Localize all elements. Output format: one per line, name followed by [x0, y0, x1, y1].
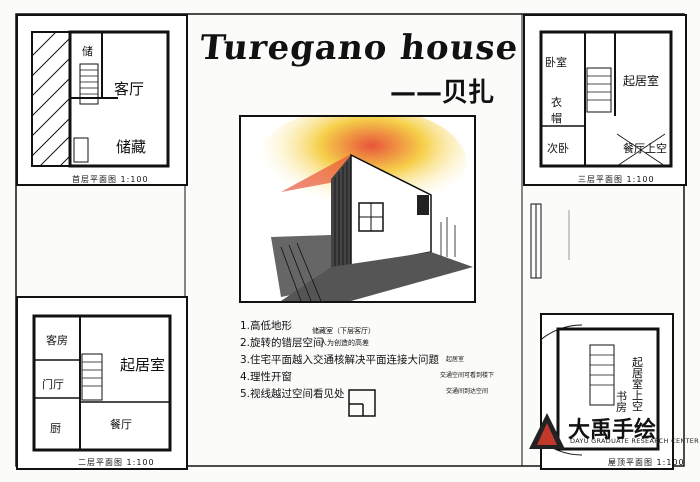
- perspective-sketch: [239, 115, 476, 303]
- room-kitchen: 厨: [50, 422, 61, 435]
- house-perspective-drawing: [256, 117, 473, 301]
- room-living-void: 起居室上空: [632, 356, 643, 413]
- page-subtitle: ——贝扎: [390, 78, 495, 108]
- third-floor-plan: 卧室 起居室 衣帽 次卧 餐厅上空: [523, 14, 687, 186]
- room-foyer: 门厅: [42, 378, 64, 391]
- brand-name: 大禹手绘: [568, 418, 657, 443]
- design-notes: 1.高低地形 2.旋转的错层空间 3.住宅平面越入交通核解决平面连接大问题 4.…: [240, 318, 450, 403]
- room-closet: 衣帽: [551, 96, 562, 125]
- third-plan-drawing: [539, 30, 673, 168]
- brand-subtitle: DAYU GRADUATE RESEARCH CENTER: [570, 437, 700, 445]
- ground-plan-caption: 首层平面图 1:100: [72, 175, 149, 184]
- section-diagram: [348, 389, 376, 417]
- note-5: 5.视线越过空间看见处: [240, 388, 345, 400]
- section-marks: [530, 203, 570, 279]
- annotation-height: 人为创造的高差: [320, 339, 369, 347]
- room-study: 书房: [616, 390, 627, 414]
- room-storage: 储藏: [116, 138, 147, 156]
- brand-logo: [529, 413, 565, 449]
- note-4: 4.理性开窗: [240, 371, 293, 383]
- room-living-2f: 起居室: [120, 356, 166, 374]
- third-plan-caption: 三层平面图 1:100: [578, 175, 655, 184]
- page-title: Turegano house: [197, 28, 521, 68]
- room-bedroom: 卧室: [545, 56, 567, 69]
- second-plan-caption: 二层平面图 1:100: [78, 458, 155, 467]
- roof-annotation-3: 交通间到达空间: [446, 388, 489, 395]
- room-living-3f: 起居室: [623, 74, 660, 88]
- roof-annotation-1: 起居室: [446, 356, 465, 363]
- note-2: 2.旋转的错层空间: [240, 337, 324, 349]
- second-floor-plan: 客房 门厅 厨 餐厅 起居室: [16, 296, 188, 470]
- note-1: 1.高低地形: [240, 320, 293, 332]
- ground-floor-plan: 储 客厅 储藏: [16, 14, 188, 186]
- room-guest: 客房: [46, 334, 68, 347]
- room-storage-small: 储: [82, 45, 93, 58]
- room-living: 客厅: [114, 80, 145, 98]
- annotation-storage: 储藏室（下层客厅）: [312, 327, 375, 335]
- ground-plan-drawing: [31, 30, 170, 168]
- second-plan-drawing: [32, 314, 172, 452]
- note-3: 3.住宅平面越入交通核解决平面连接大问题: [240, 354, 440, 366]
- room-second-bedroom: 次卧: [547, 142, 569, 155]
- room-dining: 餐厅: [110, 418, 132, 431]
- room-dining-void: 餐厅上空: [623, 142, 667, 155]
- roof-annotation-2: 交通空间可看到楼下: [440, 372, 495, 379]
- roof-plan-caption: 屋顶平面图 1:100: [608, 458, 685, 467]
